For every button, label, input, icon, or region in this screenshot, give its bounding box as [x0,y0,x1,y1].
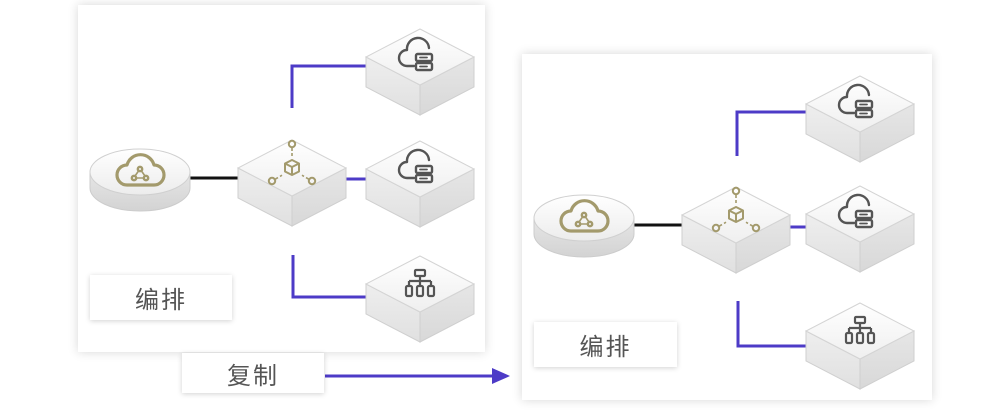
hub-node-left [237,139,347,227]
link-hub-org-left [291,255,370,299]
link-hub-db-top-right [735,110,808,156]
hub-node-right [681,186,791,274]
org-node-left [365,255,475,343]
orchestration-label-left: 编排 [90,275,232,320]
org-node-right [805,302,915,390]
db-node-mid-left [365,140,475,228]
cloud-node-right [533,194,635,258]
db-node-top-right [805,75,915,163]
cloud-node-left [89,148,191,212]
link-hub-db-top-left [290,64,370,108]
copy-label: 复制 [182,353,324,393]
link-hub-org-right [736,301,808,348]
db-node-mid-right [805,185,915,273]
copy-arrow-head-icon [492,368,510,384]
db-node-top-left [365,28,475,116]
orchestration-label-right: 编排 [534,322,677,367]
